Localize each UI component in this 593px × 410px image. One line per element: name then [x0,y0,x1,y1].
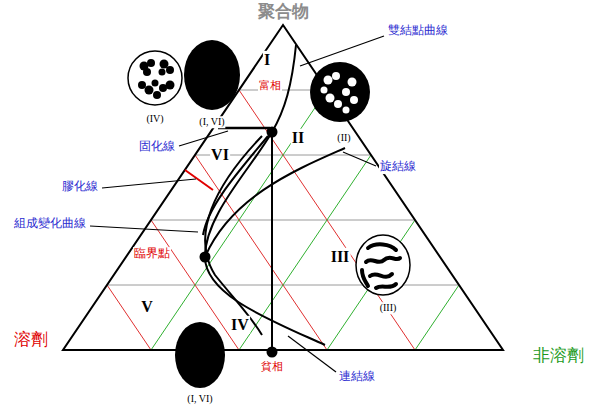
curve-label: 旋結線 [379,160,417,174]
vertex-label: 非溶劑 [532,346,585,366]
morphology-label: (I, VI) [198,116,225,128]
solidification-curve [203,136,268,235]
ternary-triangle [63,25,503,350]
upper-tie-line [218,127,270,130]
curve-label: 固化線 [138,140,176,154]
morphology-label: (I, VI) [186,393,213,405]
curve-label: 雙結點曲線 [387,24,449,38]
morphology-dense-bottom [175,322,225,388]
tie-line [271,132,273,352]
morphology-iv [128,51,182,105]
curve-label: 連結線 [338,370,376,384]
region-label: VI [210,146,230,164]
curve-label: 組成變化曲線 [13,217,87,231]
region-label: III [330,248,351,266]
morphology-iii [356,235,410,295]
leader-lines [90,36,384,372]
phase-label: 貧相 [260,361,284,374]
morphology-label: (II) [336,132,351,144]
region-label: IV [230,316,250,334]
spinodal-curve [205,148,345,257]
point-label: 臨界點 [133,247,171,261]
region-label: I [263,51,271,69]
morphology-dense-top [184,40,240,110]
lean-phase-dot [267,347,278,358]
region-label: V [140,298,154,316]
curve-label: 膠化線 [61,180,99,194]
vertex-label: 聚合物 [257,2,310,22]
composition-path [205,136,262,335]
region-label: II [291,129,305,147]
morphology-ii [310,62,370,122]
critical-point-dot [200,252,211,263]
vertex-label: 溶劑 [13,330,49,350]
phase-label: 富相 [258,80,282,93]
morphology-label: (III) [379,302,398,314]
grid-lines [107,90,459,350]
rich-phase-dot [267,127,278,138]
morphology-label: (IV) [145,113,164,125]
